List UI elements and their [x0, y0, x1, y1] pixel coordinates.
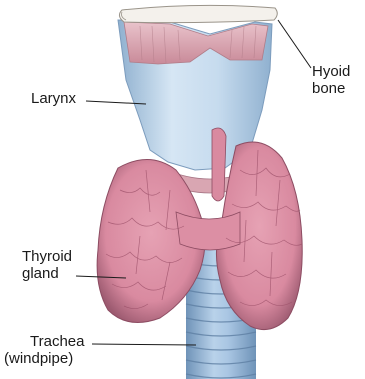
larynx-label: Larynx	[31, 91, 76, 107]
thyroid-label-line1: Thyroid	[22, 249, 72, 265]
hyoid-bone	[119, 5, 277, 22]
hyoid-leader-line	[278, 20, 311, 68]
trachea-leader-line	[92, 344, 196, 345]
trachea-label-line2: (windpipe)	[4, 351, 73, 367]
trachea-label-line1: Trachea	[30, 334, 84, 350]
thyroid-label-line2: gland	[22, 266, 59, 282]
hyoid-label-line1: Hyoid	[312, 64, 350, 80]
hyoid-label-line2: bone	[312, 81, 345, 97]
